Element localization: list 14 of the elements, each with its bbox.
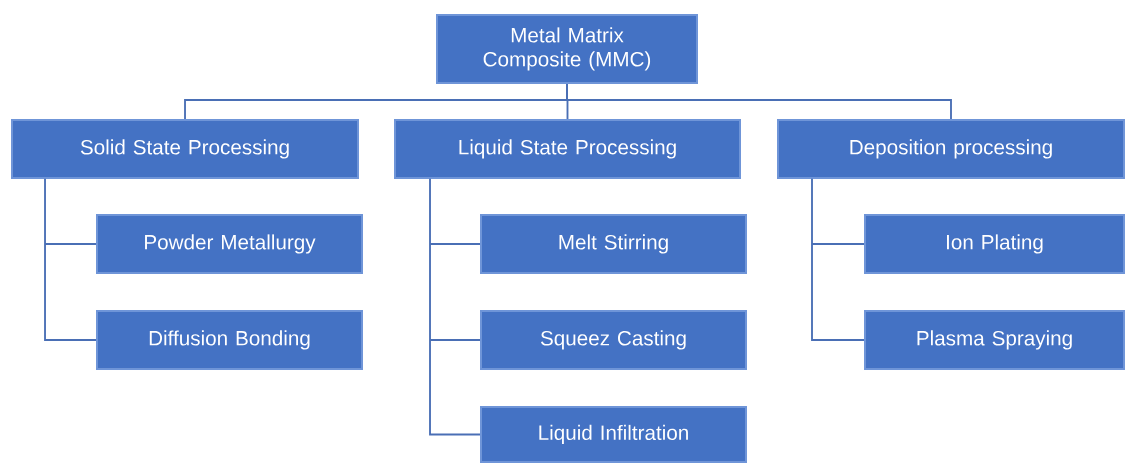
process-box: Liquid Infiltration	[480, 406, 747, 463]
category-box: Liquid State Processing	[394, 119, 741, 179]
process-box: Melt Stirring	[480, 214, 747, 274]
process-box: Ion Plating	[864, 214, 1125, 274]
connector-line	[44, 177, 97, 341]
process-box: Diffusion Bonding	[96, 310, 363, 370]
category-box: Solid State Processing	[11, 119, 359, 179]
connector-line	[811, 177, 865, 341]
process-box: Plasma Spraying	[864, 310, 1125, 370]
process-box: Powder Metallurgy	[96, 214, 363, 274]
root-box: Metal Matrix Composite (MMC)	[436, 14, 698, 84]
process-box: Squeez Casting	[480, 310, 747, 370]
connector-line	[429, 177, 481, 436]
category-box: Deposition processing	[777, 119, 1125, 179]
